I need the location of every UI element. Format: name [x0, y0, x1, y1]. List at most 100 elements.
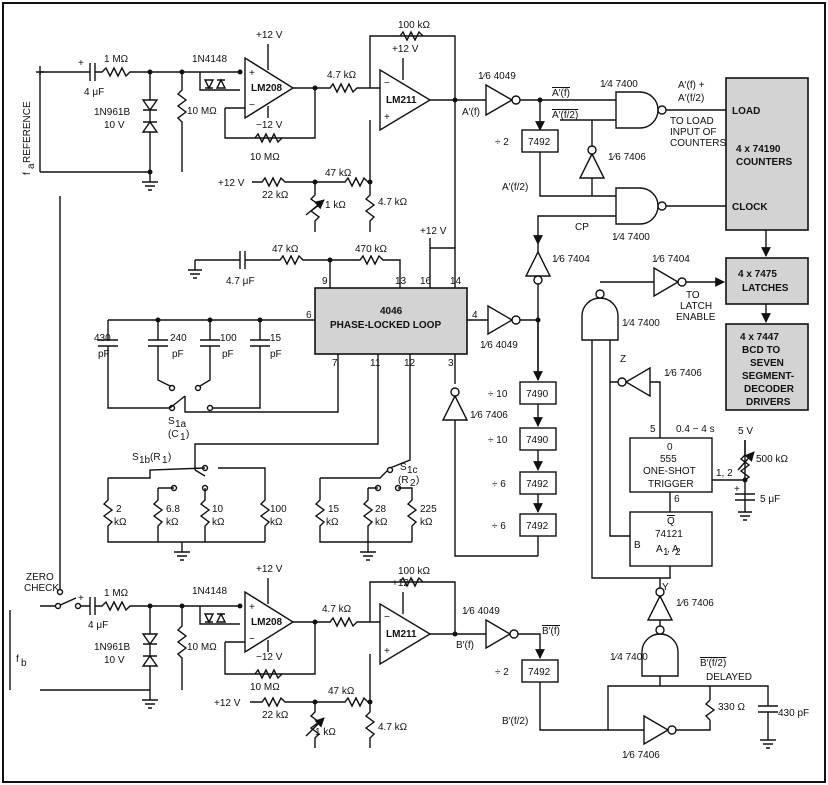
r2-2-u: kΩ [375, 517, 388, 528]
s1a-val: (C [168, 429, 179, 440]
div-3-lbl: ÷ 6 [492, 479, 506, 490]
r1-3-u: kΩ [212, 517, 225, 528]
bot-c430: 430 pF [778, 708, 809, 719]
pll-c1: 4.7 μF [226, 276, 255, 287]
bot-sig-half: B′(f/2) [502, 716, 528, 727]
nand-latch: 1⁄4 7400 [622, 318, 660, 329]
pll-r1: 47 kΩ [272, 244, 299, 255]
bot-r4k7: 4.7 kΩ [378, 722, 408, 733]
latches-title: 4 x 7475 [738, 269, 777, 280]
s1c-name: S [400, 462, 407, 473]
top-rfb10m: 10 MΩ [250, 152, 280, 163]
latch-inv-name: 1⁄6 7404 [652, 254, 690, 265]
bot-diode: 1N4148 [192, 586, 227, 597]
mono-a-sep: , A [667, 544, 679, 555]
top-vpos1: +12 V [256, 30, 283, 41]
top-v12: +12 V [218, 178, 245, 189]
bot-inv-4049: 1⁄6 4049 [462, 606, 500, 617]
dec-line-4: SEGMENT- [742, 371, 794, 382]
bot-r1k: 1 kΩ [315, 727, 336, 738]
latches-sub: LATCHES [742, 283, 789, 294]
bot-inv-out: B′(f) [542, 626, 560, 637]
top-opamp1-plus: + [249, 68, 255, 79]
pll-p4: 4 [472, 310, 478, 321]
bot-inv7406: 1⁄6 7406 [622, 750, 660, 761]
timing-c: 5 μF [760, 494, 780, 505]
fb-f: f [16, 654, 19, 665]
top-inv-4049: 1⁄6 4049 [478, 71, 516, 82]
div-3-ic: 7492 [526, 479, 549, 490]
div-4-lbl: ÷ 6 [492, 521, 506, 532]
inv-y: 1⁄6 7406 [676, 598, 714, 609]
bot-sig: B′(f) [456, 640, 474, 651]
cap-1-u: pF [98, 349, 110, 360]
s1b-vsub: 1 [162, 455, 168, 466]
r2-2-v: 28 [375, 504, 387, 515]
mono-b: B [634, 540, 641, 551]
pll-vcc: +12 V [420, 226, 447, 237]
s1a-vsub: 1 [180, 432, 186, 443]
ref-label: f a REFERENCE [22, 101, 37, 175]
top-opamp1: LM208 [251, 83, 283, 94]
top-sum2: A′(f/2) [678, 93, 704, 104]
ref-text: REFERENCE [22, 101, 33, 163]
top-vneg1: −12 V [256, 120, 283, 131]
bot-r100k: 100 kΩ [398, 566, 430, 577]
bot-r10m: 10 MΩ [187, 642, 217, 653]
pll-r2: 470 kΩ [355, 244, 387, 255]
oneshot-p5: 5 [650, 424, 656, 435]
dec-line-5: DECODER [744, 384, 795, 395]
top-r4k7: 4.7 kΩ [378, 197, 408, 208]
bot-opamp1-plus: + [249, 602, 255, 613]
cap-4-v: 15 [270, 333, 282, 344]
counters-box [725, 77, 809, 231]
r1-4-v: 100 [270, 504, 287, 515]
pll-section: 4046 PHASE-LOCKED LOOP 4.7 μF 47 kΩ 470 … [188, 100, 590, 557]
top-to-load-2: INPUT OF [670, 127, 716, 138]
counters-block: LOAD 4 x 74190 COUNTERS CLOCK [725, 77, 809, 257]
cap-4-u: pF [270, 349, 282, 360]
oneshot-t2: ONE-SHOT [643, 466, 696, 477]
top-inv7406: 1⁄6 7406 [608, 152, 646, 163]
r1-1-v: 2 [116, 504, 122, 515]
cap-1-v: 430 [94, 333, 111, 344]
top-opamp2: LM211 [386, 95, 417, 106]
timing-c-plus: + [734, 484, 740, 495]
timer-section: 0 555 ONE-SHOT TRIGGER 5 0.4 − 4 s 6 1, … [629, 424, 788, 621]
bot-opamp2: LM211 [386, 629, 417, 640]
y-label: Y [662, 582, 669, 593]
pll-p16: 16 [420, 276, 432, 287]
bot-rfb10m: 10 MΩ [250, 682, 280, 693]
dec-line-1: 4 x 7447 [740, 332, 779, 343]
r2-1-u: kΩ [326, 517, 339, 528]
top-diode: 1N4148 [192, 54, 227, 65]
r2-3-v: 225 [420, 504, 437, 515]
counters-load: LOAD [732, 106, 760, 117]
top-cp: CP [575, 222, 589, 233]
top-zener-v: 10 V [104, 120, 125, 131]
zero-check-1: ZERO [26, 572, 54, 583]
bot-zener: 1N961B [94, 642, 130, 653]
latches-box [725, 257, 809, 305]
top-div2: ÷ 2 [495, 137, 509, 148]
pll-title: 4046 [380, 306, 403, 317]
s1b-sub: 1b [139, 455, 151, 466]
bot-r330: 330 Ω [718, 702, 745, 713]
r1-bank: S 1b (R 1 ) 2 kΩ 6.8 kΩ 10 kΩ 100 kΩ [102, 354, 379, 561]
cap-bank: 430 pF 240 pF 100 pF 15 pF S 1a (C 1 ) [94, 317, 339, 443]
mono-ic: 74121 [655, 529, 683, 540]
top-nand1: 1⁄4 7400 [600, 79, 638, 90]
latches-block: 4 x 7475 LATCHES [725, 257, 809, 323]
zero-check-2: CHECK [24, 583, 59, 594]
top-opamp2-minus: − [384, 78, 390, 89]
pll-sub: PHASE-LOCKED LOOP [330, 320, 441, 331]
pll-p14: 14 [450, 276, 462, 287]
top-r47k: 47 kΩ [325, 168, 352, 179]
bot-delayed: DELAYED [706, 672, 752, 683]
r2-3-u: kΩ [420, 517, 433, 528]
bot-cap-plus: + [78, 593, 84, 604]
pll-p7: 7 [332, 358, 338, 369]
top-sum1: A′(f) + [678, 80, 705, 91]
